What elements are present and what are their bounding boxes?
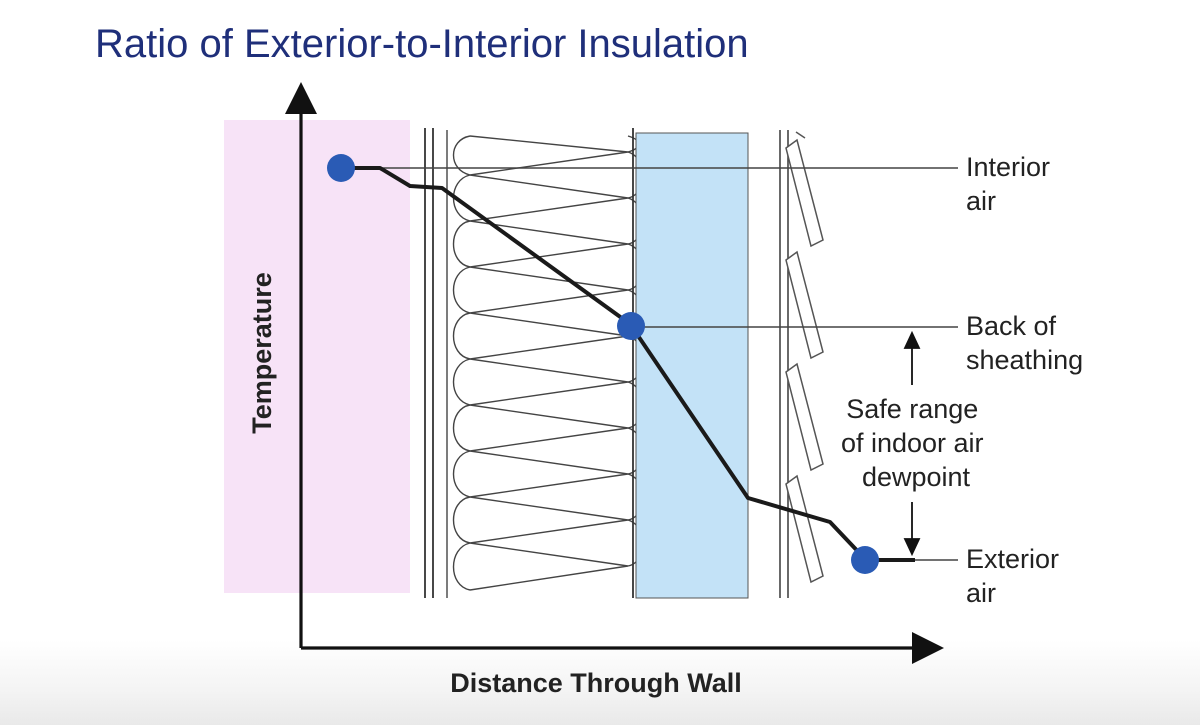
slide-title: Ratio of Exterior-to-Interior Insulation [95, 22, 749, 66]
rigid-insulation [635, 132, 749, 599]
exterior-air-point [851, 546, 879, 574]
interior-air-label: Interior air [966, 152, 1058, 216]
x-axis-label: Distance Through Wall [450, 668, 742, 698]
temperature-profile-line [341, 166, 915, 562]
batt-insulation [446, 130, 644, 598]
safe-range-arrow [903, 330, 921, 557]
cladding [779, 130, 789, 598]
siding-boards [785, 131, 824, 584]
axes [285, 82, 944, 664]
back-of-sheathing-label: Back of sheathing [966, 311, 1083, 375]
safe-range-label: Safe range of indoor air dewpoint [841, 394, 991, 492]
back-of-sheathing-point [617, 312, 645, 340]
y-axis-label: Temperature [247, 272, 277, 434]
interior-zone [224, 120, 410, 593]
interior-air-point [327, 154, 355, 182]
interior-wallboard [424, 128, 434, 598]
exterior-air-label: Exterior air [966, 544, 1067, 608]
